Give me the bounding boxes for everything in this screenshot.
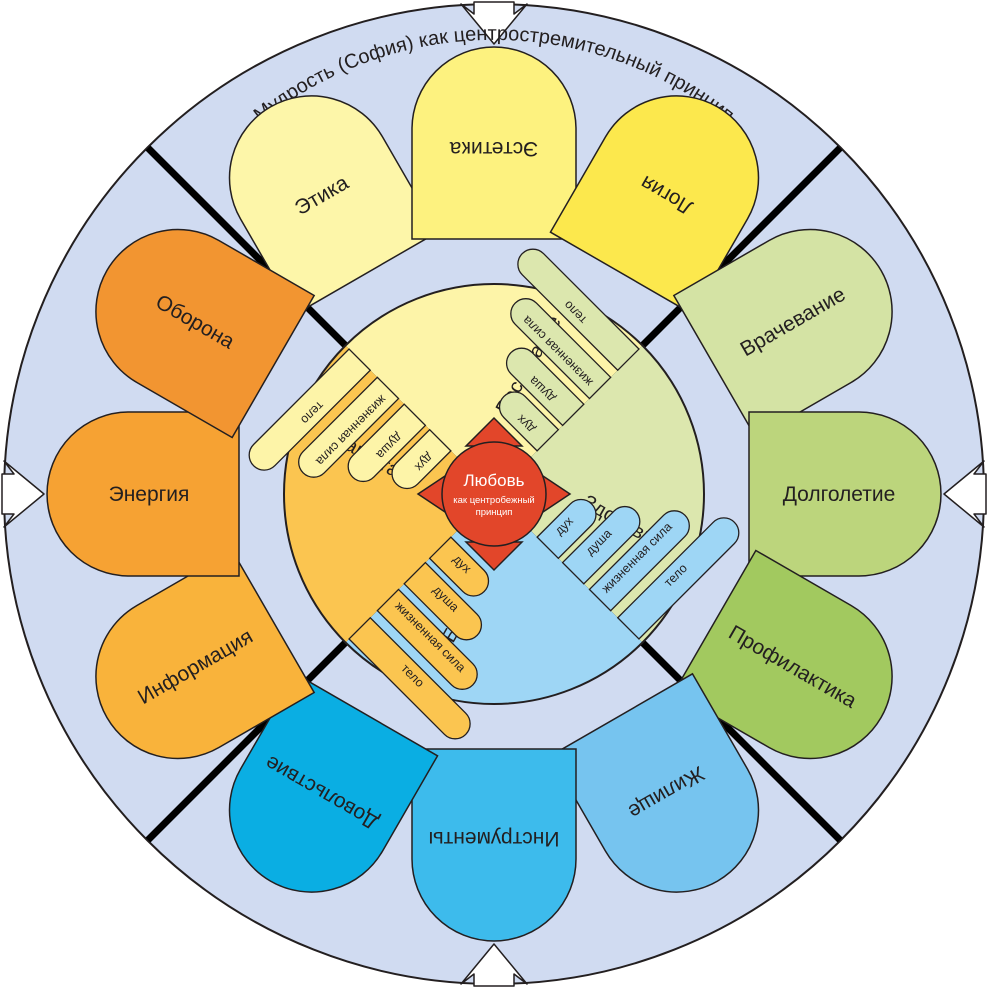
center-love: Любовь как центробежный принцип — [416, 416, 572, 572]
petal-6: Профилактика — [672, 549, 893, 760]
layer-band-жизненная-сила — [298, 376, 400, 478]
petal-9: Довольствие — [228, 672, 439, 893]
petal-7: Жилище — [549, 672, 760, 893]
center-subtitle-2: принцип — [476, 507, 513, 518]
center-circle — [441, 441, 547, 547]
petal-label-эстетика: Эстетика — [449, 137, 538, 160]
petal-shape — [228, 672, 439, 893]
petal-label-инструменты: Инструменты — [429, 827, 560, 850]
layer-band-тело — [248, 348, 372, 471]
petals: Этика Эстетика ЛогияВрачеваниеДолголетиеПр… — [46, 46, 942, 942]
layer-band-жизненная-сила — [510, 298, 612, 400]
petal-10: Информация — [95, 549, 316, 760]
petal-shape — [411, 748, 577, 942]
petal-shape — [672, 549, 893, 760]
petal-label-долголетие: Долголетие — [783, 483, 896, 506]
layer-band-жизненная-сила — [588, 510, 690, 612]
petal-shape — [411, 46, 577, 240]
petal-shape — [95, 228, 316, 439]
center-subtitle-1: как центробежный — [453, 495, 534, 506]
petal-shape — [672, 228, 893, 439]
petal-shape — [748, 411, 942, 577]
petal-3: Логия — [549, 95, 760, 316]
petal-shape — [46, 411, 240, 577]
layer-band-жизненная-сила — [376, 588, 478, 690]
layer-band-душа — [561, 505, 641, 585]
petal-1: Этика — [228, 95, 439, 316]
layer-band-тело — [616, 517, 740, 640]
petal-label-энергия: Энергия — [109, 483, 190, 506]
layer-band-тело — [517, 248, 640, 372]
petal-shape — [95, 549, 316, 760]
petal-8: Инструменты — [411, 748, 577, 942]
petal-12: Оборона — [95, 228, 316, 439]
layer-band-дух — [391, 428, 452, 490]
petal-2: Эстетика — [411, 46, 577, 240]
layer-band-душа — [505, 347, 585, 427]
petal-shape — [228, 95, 439, 316]
layer-band-душа — [403, 561, 483, 641]
layer-band-тело — [348, 616, 471, 740]
petal-5: Долголетие — [748, 411, 942, 577]
arrow-left-icon — [1, 460, 45, 528]
layer-band-дух — [536, 498, 597, 560]
center-title: Любовь — [464, 471, 525, 490]
inner-circle-outline — [283, 283, 705, 705]
arrow-bottom-icon — [460, 943, 528, 987]
petal-4: Врачевание — [672, 228, 893, 439]
arrow-right-icon — [943, 460, 987, 528]
petal-shape — [549, 672, 760, 893]
petal-shape — [549, 95, 760, 316]
arrow-top-icon — [460, 1, 528, 45]
petal-11: Энергия — [46, 411, 240, 577]
layer-band-дух — [498, 391, 560, 452]
layer-band-дух — [428, 536, 490, 597]
layer-band-душа — [347, 403, 427, 483]
